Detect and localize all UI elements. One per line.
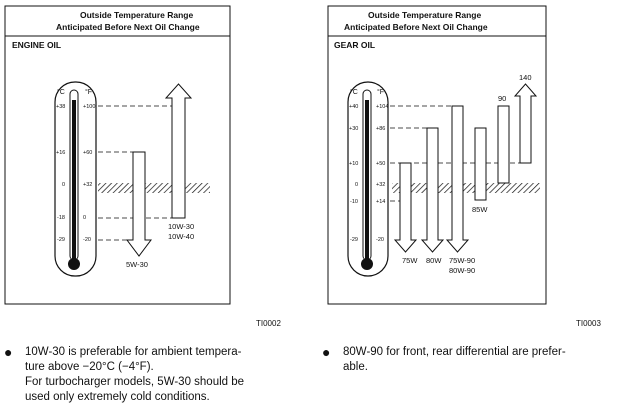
grade-75w90: 75W-90 [449,256,475,265]
left-header-line2: Anticipated Before Next Oil Change [56,22,200,32]
left-f-tick: -20 [83,237,91,243]
left-panel-title: ENGINE OIL [12,40,61,50]
bullet-icon: ● [4,344,13,360]
right-f-tick: +32 [376,182,385,188]
arrow-5w30 [126,151,152,257]
grade-10w40: 10W-40 [168,232,194,241]
thermometer-icon [54,81,97,277]
left-unit-f: °F [85,88,92,96]
freezing-band [392,183,540,193]
arrow-80w [420,127,445,253]
arrow-10w30 [164,83,193,219]
right-unit-c: °C [350,88,358,96]
right-f-tick: +14 [376,199,385,205]
left-figure-id: TI0002 [256,319,281,328]
arrow-75w [393,162,418,253]
left-f-tick: 0 [83,215,86,221]
left-f-tick: +32 [83,182,92,188]
right-header-line2: Anticipated Before Next Oil Change [344,22,488,32]
freezing-band [98,183,210,193]
note-line: able. [343,361,368,373]
right-panel-title: GEAR OIL [334,40,375,50]
right-f-tick: +104 [376,104,388,110]
engine-oil-chart: Outside Temperature Range Anticipated Be… [4,5,231,305]
grade-80w: 80W [426,256,442,265]
thermometer-icon [347,81,389,277]
left-f-tick: +100 [83,104,95,110]
grade-5w30: 5W-30 [126,260,148,269]
right-c-tick: 0 [355,182,358,188]
right-header-line1: Outside Temperature Range [368,10,481,20]
right-c-tick: +40 [349,104,358,110]
right-c-tick: -29 [350,237,358,243]
grade-85w: 85W [472,205,488,214]
grade-10w30: 10W-30 [168,222,194,231]
right-c-tick: +30 [349,126,358,132]
note-line: For turbocharger models, 5W-30 should be [25,376,245,388]
grade-140: 140 [519,73,532,82]
right-c-tick: -10 [350,199,358,205]
bullet-icon: ● [322,344,331,360]
gear-oil-chart: Outside Temperature Range Anticipated Be… [327,5,547,305]
left-c-tick: -29 [57,237,65,243]
right-f-tick: +50 [376,161,385,167]
note-line: ture above −20°C (−4°F). [25,361,154,373]
bar-90 [497,105,510,184]
left-header-line1: Outside Temperature Range [80,10,193,20]
left-c-tick: 0 [62,182,65,188]
right-f-tick: +86 [376,126,385,132]
left-c-tick: +16 [56,150,65,156]
bar-85w [474,127,487,201]
arrow-140 [513,83,538,164]
left-unit-c: °C [57,88,65,96]
note-line: used only extremely cold conditions. [25,391,210,403]
right-f-tick: -20 [376,237,384,243]
note-line: 80W-90 for front, rear differential are … [343,346,566,358]
left-c-tick: +38 [56,104,65,110]
arrow-75w90-80w90 [445,105,470,253]
left-c-tick: -18 [57,215,65,221]
grade-80w90: 80W-90 [449,266,475,275]
left-f-tick: +60 [83,150,92,156]
right-unit-f: °F [377,88,384,96]
grade-75w: 75W [402,256,418,265]
right-figure-id: TI0003 [576,319,601,328]
right-c-tick: +10 [349,161,358,167]
grade-90: 90 [498,94,506,103]
note-line: 10W-30 is preferable for ambient tempera… [25,346,242,358]
